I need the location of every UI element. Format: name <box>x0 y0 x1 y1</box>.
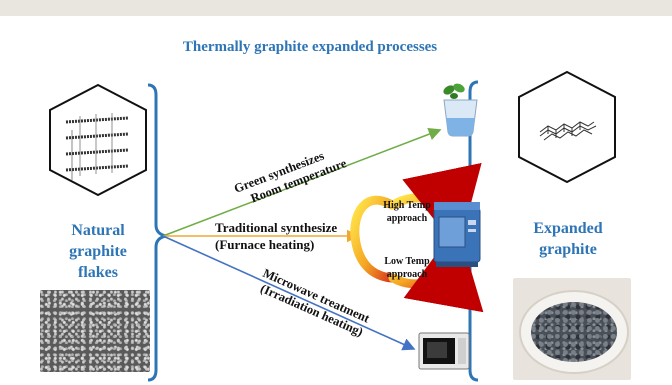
natural-label-line2: graphite <box>69 243 127 260</box>
svg-text:Green synthesizesRoom temperat: Green synthesizesRoom temperature <box>232 142 349 210</box>
left-bracket <box>147 83 167 382</box>
expanded-graphite-label: Expanded graphite <box>518 218 618 260</box>
microwave-route-arrow <box>162 235 416 351</box>
microwave-icon <box>418 332 470 370</box>
graphene-sheet-icon <box>539 121 597 141</box>
natural-graphite-hexagon <box>49 83 147 197</box>
natural-graphite-photo <box>40 290 150 372</box>
top-border-strip <box>0 0 672 16</box>
svg-text:Microwave treatment(Irradiatio: Microwave treatment(Irradiation heating) <box>255 266 373 340</box>
high-temp-line2: approach <box>386 213 428 224</box>
low-temp-line2: approach <box>386 269 428 280</box>
high-temp-line1: High Temp <box>383 200 431 211</box>
natural-label-line1: Natural <box>71 222 125 239</box>
route-traditional-line2: (Furnace heating) <box>215 237 314 252</box>
green-route-arrow <box>162 128 442 237</box>
bowl-with-expanded-graphite <box>519 290 629 374</box>
low-temp-line1: Low Temp <box>384 256 430 267</box>
expanded-label-line1: Expanded <box>533 220 603 237</box>
diagram-title: Thermally graphite expanded processes <box>182 39 438 55</box>
expanded-graphite-hexagon <box>518 70 616 184</box>
route-traditional-line1: Traditional synthesize <box>215 220 337 235</box>
low-temp-label: Low Temp approach <box>379 255 435 281</box>
graphite-layers-icon <box>65 113 129 180</box>
expanded-label-line2: graphite <box>539 241 597 258</box>
natural-graphite-label: Natural graphite flakes <box>46 220 150 283</box>
expanded-graphite-photo <box>513 278 631 380</box>
furnace-icon <box>433 202 481 267</box>
beaker-plant-icon <box>443 83 478 137</box>
high-temp-label: High Temp approach <box>379 199 435 225</box>
natural-label-line3: flakes <box>78 264 118 281</box>
